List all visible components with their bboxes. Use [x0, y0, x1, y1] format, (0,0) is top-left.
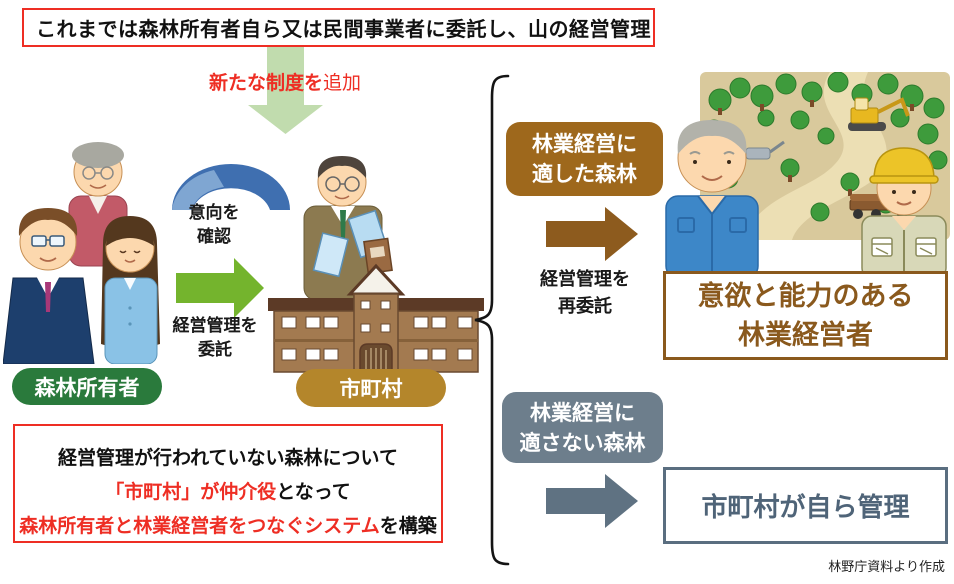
new-system-down-arrow-icon	[248, 47, 323, 134]
entrust-label: 経営管理を 委託	[165, 314, 265, 362]
re-entrust-right-arrow-icon	[546, 207, 638, 261]
forest-owner-label: 森林所有者	[12, 368, 162, 405]
intent-label: 意向を 確認	[170, 201, 258, 249]
system-note-line2-black: となって	[276, 481, 351, 503]
entrust-label-line1: 経営管理を	[172, 316, 258, 336]
system-note-line3-black: を構築	[379, 515, 437, 537]
top-banner-text: これまでは森林所有者自ら又は民間事業者に委託し、山の経営管理	[36, 17, 651, 41]
forestry-operator-elder-illustration	[665, 120, 759, 278]
municipality-label-text: 市町村	[339, 377, 403, 401]
forestry-worker-illustration	[861, 147, 947, 278]
unsuitable-forest-line1: 林業経営に	[530, 400, 635, 425]
suitable-forest-line1: 林業経営に	[532, 132, 637, 156]
unsuitable-forest-box: 林業経営に 適さない森林	[502, 392, 663, 463]
capable-operator-box: 意欲と能力のある 林業経営者	[663, 271, 948, 360]
suitable-forest-box: 林業経営に 適した森林	[506, 122, 663, 196]
system-note-line2: 「市町村」が仲介役となって	[15, 475, 441, 509]
intent-arc-arrow-icon	[172, 164, 290, 210]
section-brace	[474, 74, 510, 566]
system-note-line1: 経営管理が行われていない森林について	[58, 447, 398, 469]
suitable-forest-line2: 適した森林	[532, 162, 637, 186]
system-note-line3-red: 森林所有者と林業経営者をつなぐシステム	[19, 515, 380, 537]
new-system-label-rest: 追加	[323, 72, 362, 94]
intent-label-line2: 確認	[197, 227, 231, 247]
forest-owner-label-text: 森林所有者	[34, 375, 140, 400]
capable-operator-line2: 林業経営者	[738, 319, 873, 351]
intent-label-line1: 意向を	[188, 203, 240, 223]
re-entrust-label-line1: 経営管理を	[540, 269, 630, 290]
unsuitable-forest-line2: 適さない森林	[519, 430, 646, 455]
self-manage-right-arrow-icon	[546, 474, 638, 528]
new-system-label-bold: 新たな制度を	[208, 72, 323, 94]
re-entrust-label-line2: 再委託	[558, 296, 612, 317]
municipality-self-manage-box: 市町村が自ら管理	[663, 467, 948, 544]
entrust-right-arrow-icon	[176, 258, 264, 318]
system-note-line3: 森林所有者と林業経営者をつなぐシステムを構築	[15, 509, 441, 543]
capable-operator-line1: 意欲と能力のある	[697, 280, 914, 312]
entrust-label-line2: 委託	[198, 340, 232, 360]
source-note: 林野庁資料より作成	[828, 556, 945, 575]
municipality-building-illustration	[268, 156, 484, 373]
system-note-box: 経営管理が行われていない森林について 「市町村」が仲介役となって 森林所有者と林…	[13, 424, 443, 543]
municipality-label: 市町村	[296, 369, 446, 407]
source-note-text: 林野庁資料より作成	[828, 560, 945, 575]
top-banner: これまでは森林所有者自ら又は民間事業者に委託し、山の経営管理	[22, 8, 655, 47]
forest-owners-illustration	[3, 142, 160, 364]
municipality-self-manage-text: 市町村が自ら管理	[701, 493, 910, 523]
new-system-label: 新たな制度を追加	[178, 70, 392, 96]
system-note-line2-red: 「市町村」が仲介役	[105, 481, 277, 503]
re-entrust-label: 経営管理を 再委託	[520, 266, 650, 320]
